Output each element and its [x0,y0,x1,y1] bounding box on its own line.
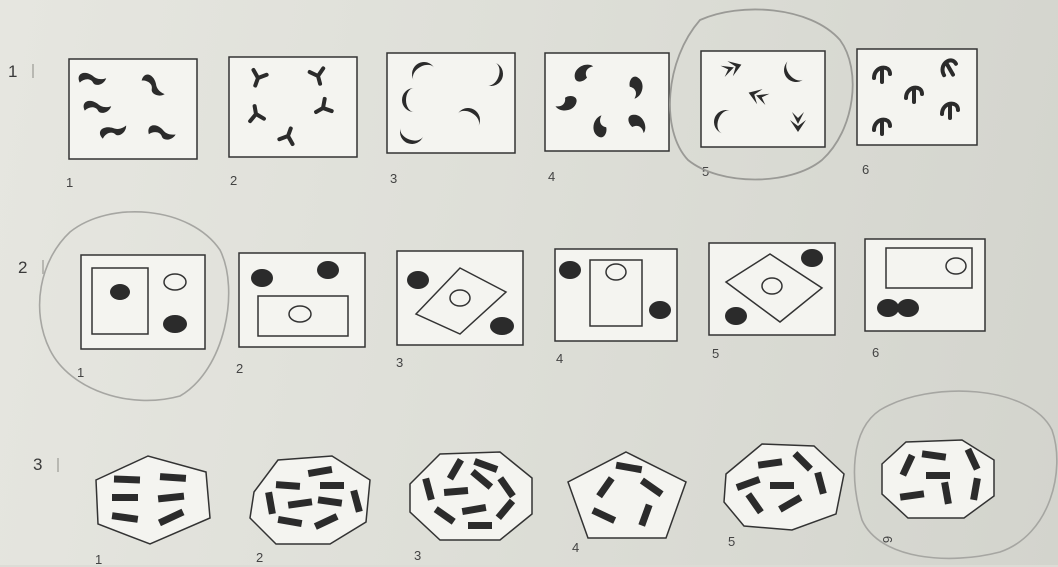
row2-label-2: 2 [236,361,243,376]
row2-label-6: 6 [872,345,879,360]
row3-label-4: 4 [572,540,579,555]
row2-label-1: 1 [77,365,84,380]
row3-label-5: 5 [728,534,735,549]
row1-label-3: 3 [390,171,397,186]
row-3-number: 3 [33,455,42,475]
row2-option-2[interactable] [238,252,366,348]
row3-option-2[interactable] [246,452,376,548]
row3-option-4[interactable] [566,448,690,540]
row1-label-5: 5 [702,164,709,179]
row1-option-6[interactable] [856,48,978,146]
row2-label-3: 3 [396,355,403,370]
row3-option-5[interactable] [722,440,848,532]
row2-label-4: 4 [556,351,563,366]
row1-option-2[interactable] [228,56,358,160]
row1-option-1[interactable] [68,58,198,162]
row3-label-2: 2 [256,550,263,565]
row-1-number: 1 [8,62,17,82]
row1-label-6: 6 [862,162,869,177]
row1-label-1: 1 [66,175,73,190]
row2-label-5: 5 [712,346,719,361]
row2-option-4[interactable] [554,248,678,342]
row1-option-4[interactable] [544,52,670,154]
row-2-tick [42,260,44,274]
row1-option-5[interactable] [700,50,826,148]
row1-label-2: 2 [230,173,237,188]
row3-label-6: 6 [880,536,895,543]
row2-option-1[interactable] [80,254,206,350]
row2-option-6[interactable] [864,238,986,332]
row2-option-3[interactable] [396,250,524,346]
row1-label-4: 4 [548,169,555,184]
row-3-tick [57,458,59,472]
row3-option-3[interactable] [404,448,538,544]
row-1-tick [32,64,34,78]
row2-option-5[interactable] [708,242,836,336]
row-2-number: 2 [18,258,27,278]
row3-option-6[interactable] [878,438,998,520]
row3-label-3: 3 [414,548,421,563]
row1-option-3[interactable] [386,52,516,156]
row3-option-1[interactable] [90,452,214,548]
